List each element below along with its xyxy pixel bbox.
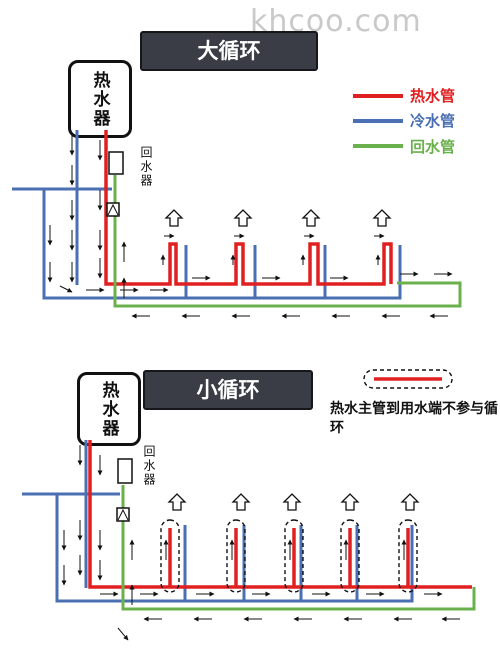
- faucet-icon: [233, 209, 253, 227]
- cold-pipe-top: [12, 130, 402, 300]
- legend-return: 回水管: [410, 138, 456, 156]
- return-pipe-top: [113, 175, 462, 308]
- faucet-icon: [340, 493, 360, 511]
- return-pipe-bottom: [121, 485, 476, 611]
- faucet-icon: [231, 493, 251, 511]
- faucet-icon: [167, 493, 187, 511]
- legend-note: 热水主管到用水端不参与循环: [330, 401, 498, 436]
- water-heater-label: 热水器: [89, 70, 110, 128]
- legend-hot: 热水管: [410, 87, 456, 105]
- return-device-label-top: 回水器: [139, 146, 153, 188]
- small-loop-title: 小循环: [143, 370, 313, 410]
- flow-arrows-top: [47, 135, 453, 319]
- faucet-icons-top: [164, 209, 392, 227]
- valve-icon-top: [106, 202, 120, 217]
- faucet-icon: [282, 493, 302, 511]
- non-circulating-segments: [160, 519, 418, 593]
- faucet-icon: [164, 209, 184, 227]
- water-heater-label: 热水器: [98, 380, 119, 438]
- faucet-icon: [301, 209, 321, 227]
- return-device-bottom: [117, 458, 133, 484]
- return-device-label-bottom: 回水器: [142, 445, 156, 487]
- faucet-icons-bottom: [167, 493, 420, 511]
- hot-pipe-bottom: [88, 440, 472, 589]
- water-heater-bottom: 热水器: [77, 372, 141, 446]
- faucet-icon: [372, 209, 392, 227]
- legend-cold: 冷水管: [410, 112, 456, 130]
- cold-pipe-bottom: [22, 440, 414, 603]
- big-loop-title: 大循环: [140, 31, 318, 71]
- faucet-icon: [400, 493, 420, 511]
- hot-pipe-top: [104, 130, 393, 286]
- water-heater-top: 热水器: [68, 60, 132, 138]
- return-device-top: [108, 151, 124, 175]
- flow-arrows-bottom: [61, 445, 460, 641]
- valve-icon-bottom: [116, 507, 130, 522]
